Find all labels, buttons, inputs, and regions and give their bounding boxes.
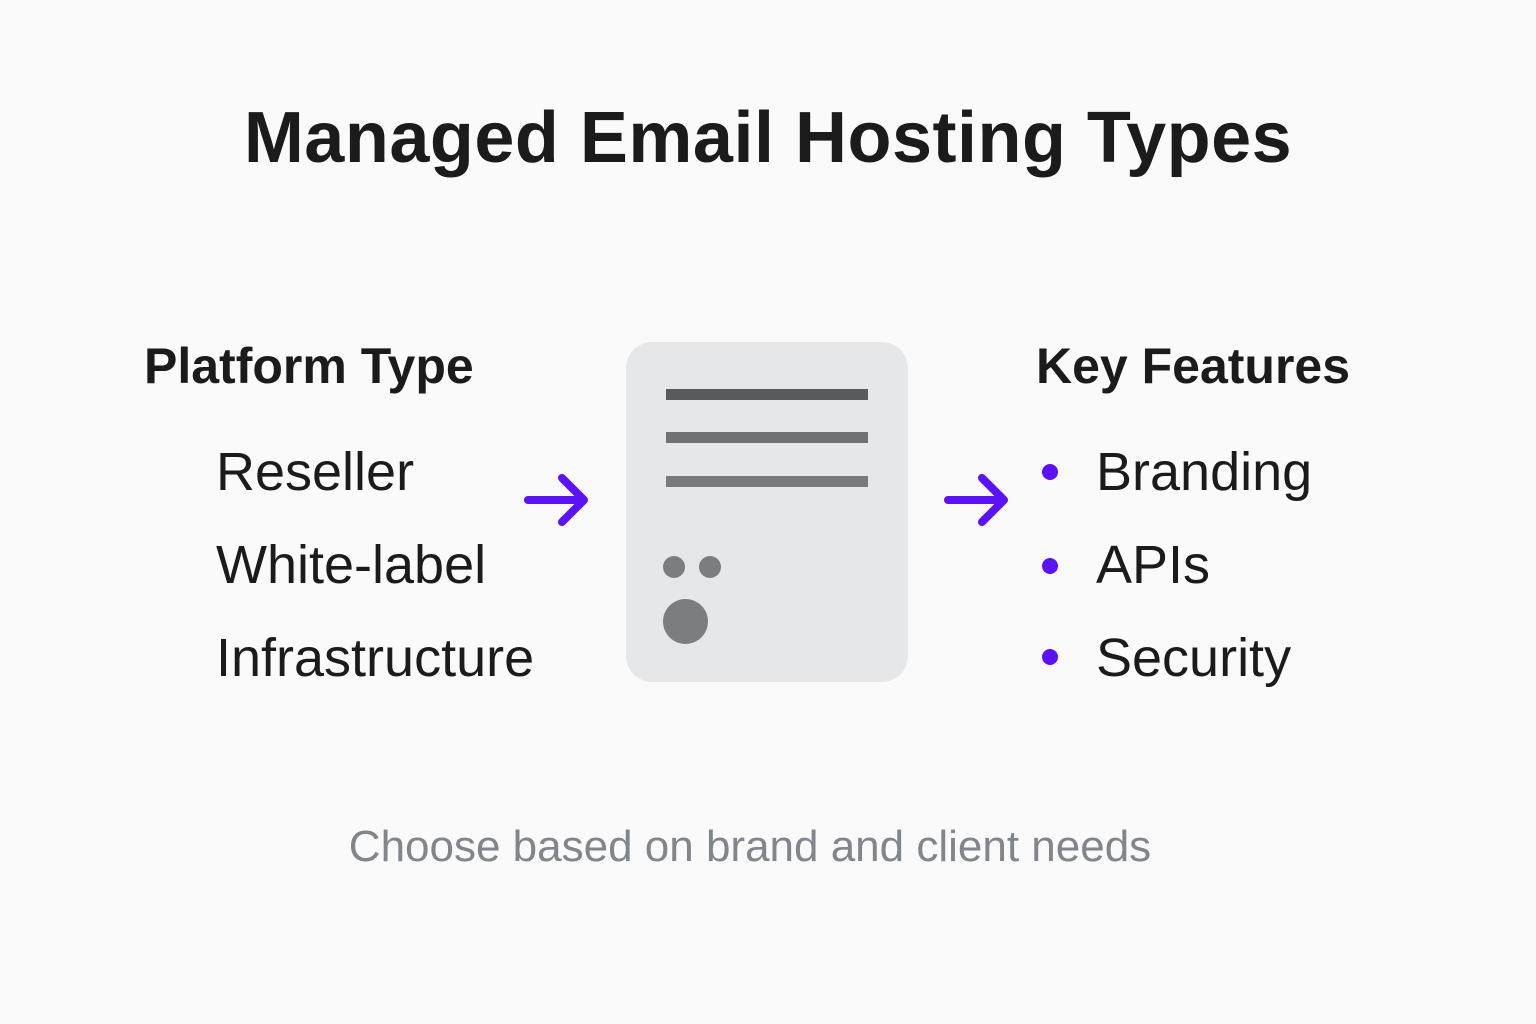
platform-type-item: Infrastructure	[216, 628, 535, 688]
key-feature-item: Branding	[1096, 442, 1313, 502]
footer-caption: Choose based on brand and client needs	[348, 822, 1152, 871]
doc-line	[666, 389, 868, 400]
doc-line	[666, 476, 868, 487]
arrow-right-icon	[944, 474, 1008, 526]
key-feature-item: APIs	[1096, 535, 1211, 595]
key-features-heading: Key Features	[1036, 338, 1351, 394]
indicator-dot-large	[663, 599, 708, 644]
indicator-dot	[663, 556, 685, 578]
indicator-dot	[699, 556, 721, 578]
bullet-icon	[1042, 649, 1058, 665]
bullet-icon	[1042, 464, 1058, 480]
diagram-title: Managed Email Hosting Types	[243, 98, 1293, 178]
doc-line	[666, 432, 868, 443]
platform-type-heading: Platform Type	[144, 338, 474, 394]
platform-type-item: Reseller	[216, 442, 415, 502]
key-feature-item: Security	[1096, 628, 1292, 688]
platform-type-item: White-label	[216, 535, 487, 595]
bullet-icon	[1042, 558, 1058, 574]
arrow-right-icon	[524, 474, 588, 526]
document-server-icon	[626, 342, 908, 682]
